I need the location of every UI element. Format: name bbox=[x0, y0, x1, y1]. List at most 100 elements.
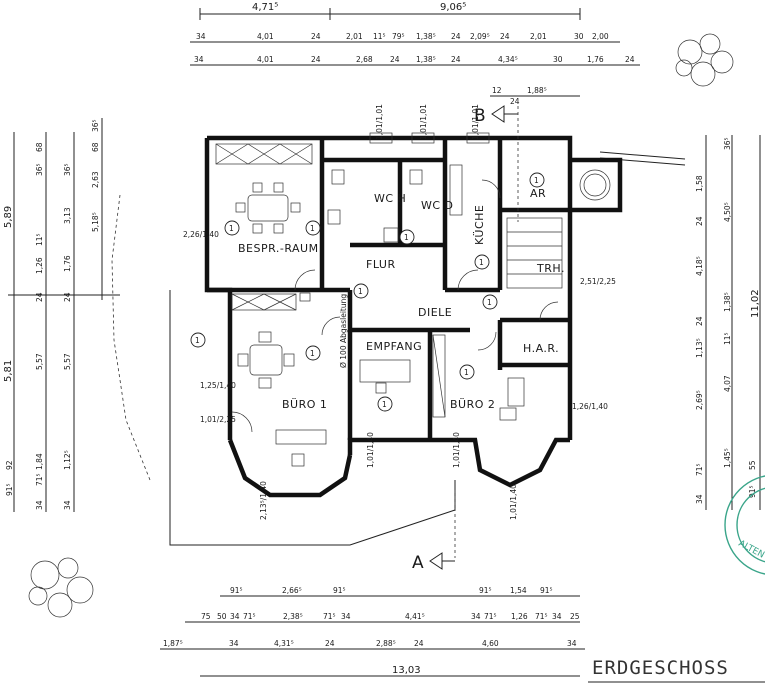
dim-bot-r1-1: 2,66⁵ bbox=[282, 586, 302, 595]
dim-top-r1-10: 2,01 bbox=[530, 32, 547, 41]
dim-bot-r2-7: 4,41⁵ bbox=[405, 612, 425, 621]
room-wch: WC H bbox=[374, 192, 406, 205]
dim-left-c1-0: 36⁵ bbox=[35, 163, 44, 176]
dim-left-c1-1: 68 bbox=[35, 142, 44, 152]
room-trh: TRH. bbox=[536, 262, 565, 275]
dim-right-c1-0: 1,58 bbox=[695, 175, 704, 192]
dim-right-c2-7: 55 bbox=[748, 460, 757, 470]
dim-bot-r3-7: 34 bbox=[567, 639, 577, 648]
dim-bot-r3-0: 1,87⁵ bbox=[163, 639, 183, 648]
dim-top-r1-2: 24 bbox=[311, 32, 321, 41]
dim-left-c2-3: 24 bbox=[63, 292, 72, 302]
dim-top-r2-9: 1,76 bbox=[587, 55, 604, 64]
dim-left-c2-2: 1,76 bbox=[63, 255, 72, 272]
dim-bot-r2-3: 71⁵ bbox=[243, 612, 256, 621]
room-ar: AR bbox=[530, 187, 546, 200]
dim-left-c2-4: 5,57 bbox=[63, 353, 72, 370]
dim-bot-r2-9: 71⁵ bbox=[484, 612, 497, 621]
window-w2: 1,25/1,40 bbox=[200, 381, 236, 390]
room-har: H.A.R. bbox=[523, 342, 559, 355]
marker-8: 1 bbox=[310, 349, 315, 358]
room-empfang: EMPFANG bbox=[366, 340, 422, 353]
bottom-dimension-chains: 91⁵ 2,66⁵ 91⁵ 91⁵ 1,54 91⁵ 75 50 34 71⁵ … bbox=[160, 586, 585, 677]
dim-top-r1-8: 2,09⁵ bbox=[470, 32, 490, 41]
dim-bot-r1-4: 1,54 bbox=[510, 586, 527, 595]
dim-top-r2-10: 24 bbox=[625, 55, 635, 64]
section-a-label: A bbox=[412, 553, 424, 573]
dim-top-r1-6: 1,38⁵ bbox=[416, 32, 436, 41]
tree-top-right bbox=[675, 33, 734, 87]
dim-top-r2-7: 4,34⁵ bbox=[498, 55, 518, 64]
dim-left-c1-3: 1,26 bbox=[35, 257, 44, 274]
dim-right-c1-5: 2,69⁵ bbox=[695, 390, 704, 410]
dim-left-overall-top: 5,89 bbox=[3, 206, 14, 228]
dim-overall-right: 9,06⁵ bbox=[440, 2, 466, 13]
room-wcd: WC D bbox=[421, 199, 454, 212]
dim-top-r2-0: 34 bbox=[194, 55, 204, 64]
dim-right-c2-3: 11⁵ bbox=[723, 332, 732, 345]
dim-left-c1-10: 92 bbox=[5, 460, 14, 470]
dim-top-r2-4: 24 bbox=[390, 55, 400, 64]
window-w5: 1,26/1,40 bbox=[572, 402, 608, 411]
left-dimension-chains: 5,89 5,81 36⁵ 68 11⁵ 1,26 24 5,57 1,84 7… bbox=[3, 118, 120, 512]
official-stamp: ALTEN bbox=[724, 475, 765, 575]
dim-right-c2-0: 36⁵ bbox=[723, 137, 732, 150]
right-dimension-chains: 11,02 1,58 24 4,18⁵ 24 1,13⁵ 2,69⁵ 71⁵ 3… bbox=[695, 135, 761, 510]
dim-left-c3-2: 5,18⁵ bbox=[91, 212, 100, 232]
dim-top-r2-5: 1,38⁵ bbox=[416, 55, 436, 64]
dim-bot-r2-11: 71⁵ bbox=[535, 612, 548, 621]
dim-top-r1-5: 79⁵ bbox=[392, 32, 405, 41]
dim-left-c3-1: 2,63 bbox=[91, 171, 100, 188]
dim-top-r2-3: 2,68 bbox=[356, 55, 373, 64]
window-w9: 1,01/1,40 bbox=[509, 484, 518, 520]
dim-top-r1-7: 24 bbox=[451, 32, 461, 41]
marker-11: 1 bbox=[358, 287, 363, 296]
dim-left-c3-3: 36⁵ bbox=[91, 119, 100, 132]
dim-bot-r1-2: 91⁵ bbox=[333, 586, 346, 595]
dim-bot-r2-5: 71⁵ bbox=[323, 612, 336, 621]
window-w4: 2,51/2,25 bbox=[580, 277, 616, 286]
dim-right-c1-2: 4,18⁵ bbox=[695, 256, 704, 276]
dim-right-overall: 11,02 bbox=[750, 289, 761, 318]
room-bespr: BESPR.-RAUM bbox=[238, 242, 319, 255]
marker-4: 1 bbox=[479, 258, 484, 267]
dim-bot-r2-6: 34 bbox=[341, 612, 351, 621]
room-number-markers: 1 1 1 1 1 1 1 1 1 1 1 bbox=[190, 172, 545, 412]
door-note: Ø 100 Abgasleitung bbox=[339, 294, 348, 368]
tree-bottom-left bbox=[28, 557, 94, 618]
room-flur: FLUR bbox=[366, 258, 396, 271]
dim-left-c2-5: 1,12⁵ bbox=[63, 450, 72, 470]
dim-top-r2-2: 24 bbox=[311, 55, 321, 64]
marker-2: 1 bbox=[310, 224, 315, 233]
window-top-1: 1,01/1,01 bbox=[375, 104, 384, 140]
dim-bot-r3-4: 2,88⁵ bbox=[376, 639, 396, 648]
dim-top-r3-0: 12 bbox=[492, 86, 502, 95]
dim-right-c1-4: 1,13⁵ bbox=[695, 338, 704, 358]
dim-top-r2-1: 4,01 bbox=[257, 55, 274, 64]
window-w3: 1,01/2,25 bbox=[200, 415, 236, 424]
dim-bot-r3-2: 4,31⁵ bbox=[274, 639, 294, 648]
room-kueche: KÜCHE bbox=[473, 205, 486, 245]
dim-left-c1-2: 11⁵ bbox=[35, 233, 44, 246]
dim-top-r3-2: 24 bbox=[510, 97, 520, 106]
marker-10: 1 bbox=[464, 368, 469, 377]
dim-left-c1-7: 71⁵ bbox=[35, 473, 44, 486]
dim-right-c2-4: 4,07 bbox=[723, 375, 732, 392]
dim-left-c1-8: 34 bbox=[35, 500, 44, 510]
dim-right-c2-6: 91⁵ bbox=[748, 485, 757, 498]
room-diele: DIELE bbox=[418, 306, 452, 319]
dim-bot-r2-4: 2,38⁵ bbox=[283, 612, 303, 621]
dim-left-c1-4: 24 bbox=[35, 292, 44, 302]
dim-right-c1-6: 71⁵ bbox=[695, 463, 704, 476]
room-buero1: BÜRO 1 bbox=[282, 398, 327, 411]
dim-left-c2-6: 34 bbox=[63, 500, 72, 510]
dim-right-c2-1: 4,50⁵ bbox=[723, 202, 732, 222]
dim-bot-r1-0: 91⁵ bbox=[230, 586, 243, 595]
dim-left-c2-1: 3,13 bbox=[63, 207, 72, 224]
dim-top-r1-11: 30 bbox=[574, 32, 584, 41]
window-top-2: 1,01/1,01 bbox=[419, 104, 428, 140]
dim-bot-r2-1: 50 bbox=[217, 612, 227, 621]
dim-bot-r2-8: 34 bbox=[471, 612, 481, 621]
building-walls bbox=[204, 135, 623, 498]
